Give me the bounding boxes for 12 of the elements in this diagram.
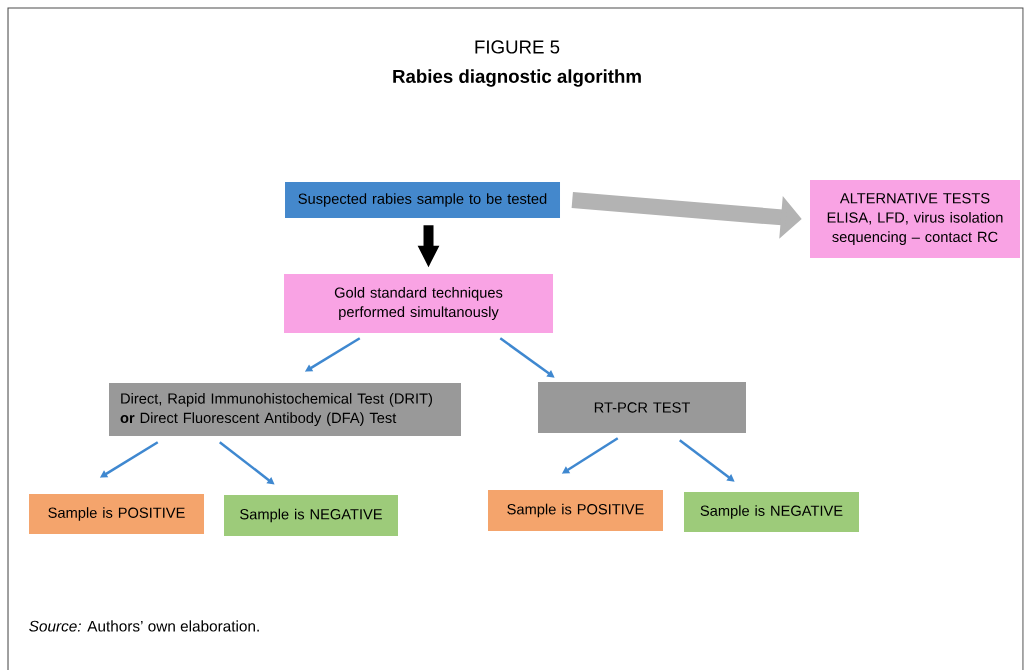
caption: Source: Authors’ own elaboration. [29,620,259,632]
result-box: Sample is POSITIVE [488,490,663,531]
alternative-box: ALTERNATIVE TESTS ELISA, LFD, virus isolation sequencing – contact RC [810,180,1020,258]
figure-number: FIGURE 5 [475,40,560,54]
process-box: Gold standard techniques performed simultanously [284,274,553,333]
result-box: Sample is NEGATIVE [684,492,859,532]
result-box: Sample is POSITIVE [29,494,204,534]
process-box: Suspected rabies sample to be tested [285,182,560,218]
title: Rabies diagnostic algorithm [393,69,641,87]
result-box: Sample is NEGATIVE [224,495,398,536]
test-box: Direct, Rapid Immunohistochemical Test (DRIT) or Direct Fluorescent Antibody (DFA) Test [109,383,461,436]
test-box: RT-PCR TEST [538,382,746,433]
